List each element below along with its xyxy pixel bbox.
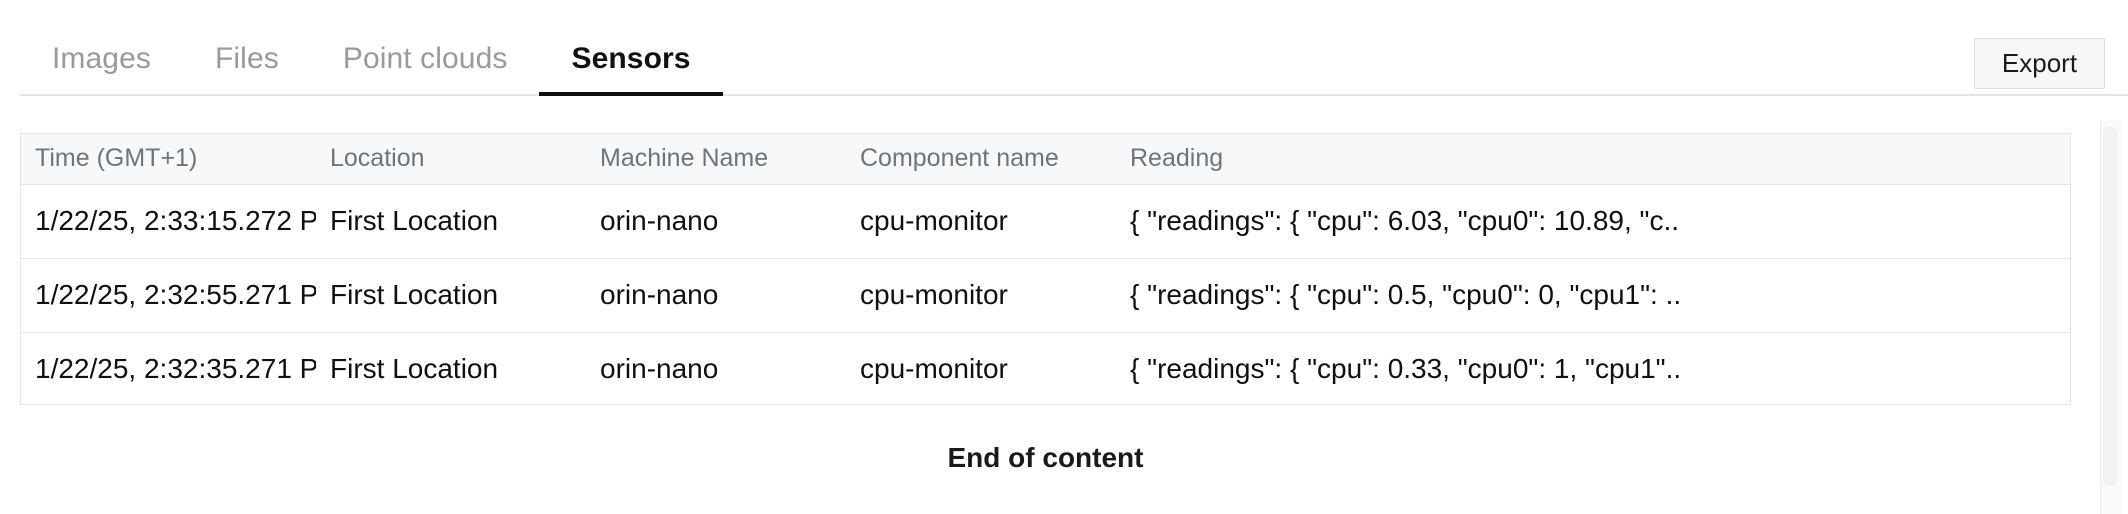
cell-time: 1/22/25, 2:33:15.272 PM [21,184,316,259]
tab-bar: Images Files Point clouds Sensors [0,0,2128,97]
cell-reading[interactable]: { "readings": { "cpu": 0.33, "cpu0": 1, … [1130,353,1682,385]
tab-point-clouds[interactable]: Point clouds [311,22,540,96]
tab-point-clouds-label: Point clouds [342,42,508,75]
tab-files-label: Files [214,42,279,75]
cell-time: 1/22/25, 2:32:35.271 PM [35,353,316,385]
cell-reading[interactable]: { "readings": { "cpu": 6.03, "cpu0": 10.… [1116,184,2070,259]
cell-machine: orin-nano [586,258,846,333]
cell-machine: orin-nano [600,353,719,385]
end-of-content-label: End of content [947,442,1144,473]
tab-bar-divider [20,94,2128,96]
table-header-row: Time (GMT+1) Location Machine Name Compo… [21,134,2070,185]
column-header-component[interactable]: Component name [846,134,1116,185]
tab-images[interactable]: Images [20,22,183,96]
cell-component: cpu-monitor [860,353,1008,385]
tab-images-label: Images [52,42,151,75]
tab-list: Images Files Point clouds Sensors [20,22,723,96]
export-button[interactable]: Export [1974,38,2105,89]
table-body: 1/22/25, 2:33:15.272 PM First Location o… [21,184,2070,404]
cell-reading[interactable]: { "readings": { "cpu": 0.5, "cpu0": 0, "… [1116,258,2070,333]
table-header: Time (GMT+1) Location Machine Name Compo… [21,134,2070,185]
cell-component: cpu-monitor [846,258,1116,333]
cell-time: 1/22/25, 2:32:55.271 PM [21,258,316,333]
cell-component: cpu-monitor [846,184,1116,259]
export-button-label: Export [2001,48,2078,78]
table-row[interactable]: 1/22/25, 2:33:15.272 PM First Location o… [21,184,2070,259]
sensors-table: Time (GMT+1) Location Machine Name Compo… [21,134,2070,404]
cell-location: First Location [316,184,586,259]
cell-machine: orin-nano [586,184,846,259]
column-header-location[interactable]: Location [316,134,586,185]
vertical-scrollbar-thumb[interactable] [2103,126,2117,486]
sensors-table-container: Time (GMT+1) Location Machine Name Compo… [20,133,2071,405]
column-header-machine[interactable]: Machine Name [586,134,846,185]
column-header-reading[interactable]: Reading [1116,134,2070,185]
table-row[interactable]: 1/22/25, 2:32:35.271 PM First Location o… [21,332,2070,404]
tab-sensors[interactable]: Sensors [539,22,723,96]
table-row[interactable]: 1/22/25, 2:32:55.271 PM First Location o… [21,258,2070,333]
tab-files[interactable]: Files [183,22,311,96]
column-header-time[interactable]: Time (GMT+1) [21,134,316,185]
cell-location: First Location [316,258,586,333]
tab-sensors-label: Sensors [571,42,691,75]
cell-location: First Location [330,353,499,385]
